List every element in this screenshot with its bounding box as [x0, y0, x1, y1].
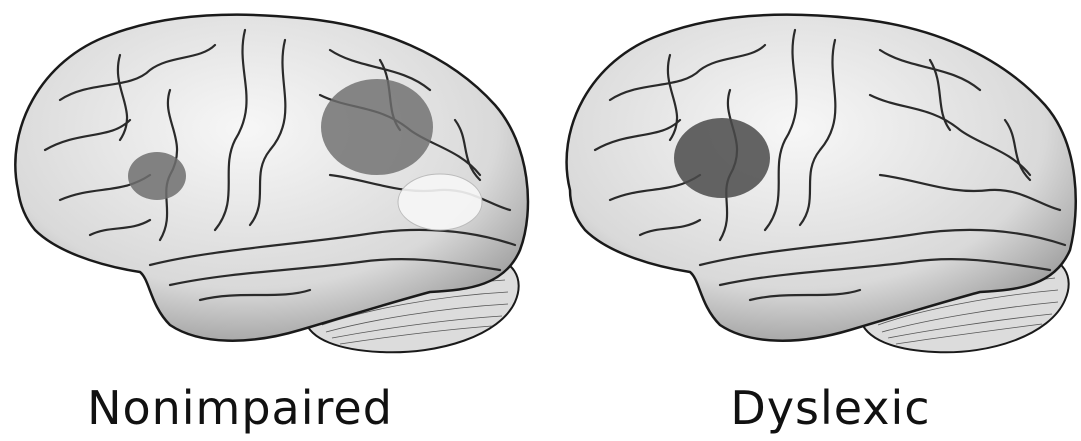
- brain-illustration-nonimpaired: [0, 0, 540, 380]
- region-occipital-temporal: [398, 174, 482, 230]
- cerebrum: [567, 15, 1076, 341]
- panel-nonimpaired: Nonimpaired: [0, 0, 540, 441]
- label-dyslexic: Dyslexic: [560, 378, 1081, 438]
- region-frontal-small: [128, 152, 186, 200]
- panel-dyslexic: Dyslexic: [540, 0, 1081, 441]
- region-frontal-large: [674, 118, 770, 198]
- region-parietal-temporal: [321, 79, 433, 175]
- brain-illustration-dyslexic: [540, 0, 1081, 380]
- label-nonimpaired: Nonimpaired: [0, 378, 510, 438]
